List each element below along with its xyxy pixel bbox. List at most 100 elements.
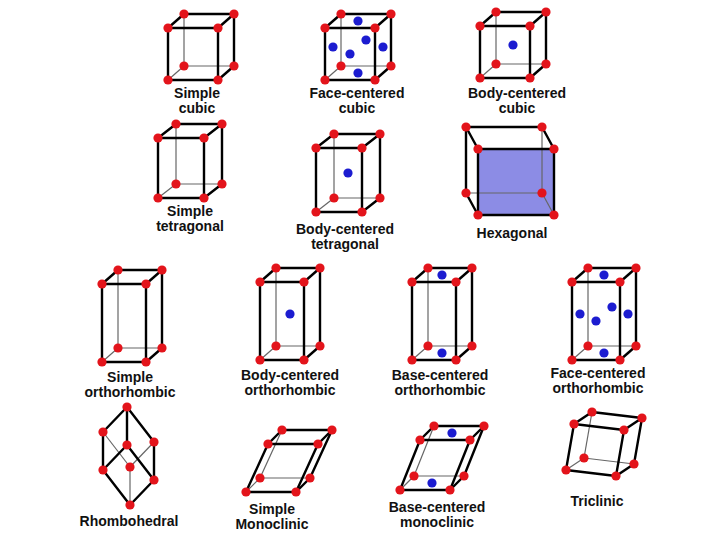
cell-edge: [176, 123, 222, 125]
lattice-point: [415, 435, 424, 444]
lattice-point: [153, 193, 162, 202]
cell-edge: [233, 14, 235, 66]
lattice-point: [549, 210, 558, 219]
lattice-point: [299, 355, 308, 364]
lattice-point: [122, 402, 131, 411]
cell-edge: [127, 445, 154, 480]
lattice-point: [336, 9, 345, 18]
cell-edge: [102, 432, 104, 470]
lattice-point: [271, 341, 280, 350]
cell-edge: [464, 426, 484, 476]
centering-point: [345, 49, 354, 58]
lattice-point: [409, 471, 418, 480]
hidden-edge: [428, 345, 472, 346]
cell-edge: [496, 11, 546, 13]
lattice-point: [631, 341, 640, 350]
hidden-edge: [184, 65, 234, 66]
lattice-point: [370, 23, 379, 32]
cell-edge: [361, 148, 363, 212]
lattice-point: [125, 500, 134, 509]
centering-point: [599, 348, 608, 357]
lattice-point: [320, 75, 329, 84]
lattice-point: [541, 59, 550, 68]
lattice-point: [213, 75, 222, 84]
cell-edge: [634, 418, 642, 464]
lattice-point: [229, 61, 238, 70]
hidden-edge: [587, 268, 588, 346]
hidden-edge: [333, 134, 334, 198]
lattice-point: [567, 277, 576, 286]
lattice-point: [549, 144, 558, 153]
lattice-cell: [395, 421, 488, 494]
cell-edge: [126, 407, 128, 445]
lattice-point: [313, 439, 322, 448]
cell-edge: [103, 445, 127, 470]
cell-edge: [478, 214, 554, 216]
lattice-point: [336, 61, 345, 70]
cell-edge: [168, 79, 218, 81]
lattice-point: [149, 437, 158, 446]
cell-edge: [260, 281, 304, 283]
lattice-label: Simple tetragonal: [145, 204, 235, 235]
lattice-point: [98, 465, 107, 474]
hidden-edge: [427, 268, 428, 346]
lattice-point: [370, 75, 379, 84]
lattice-point: [113, 343, 122, 352]
hidden-edge: [496, 63, 546, 64]
hidden-edge: [414, 426, 434, 476]
centering-point: [378, 42, 387, 51]
lattice-label: Simple cubic: [162, 86, 232, 117]
centering-point: [607, 302, 616, 311]
lattice-point: [475, 73, 484, 82]
centering-point: [328, 42, 337, 51]
lattice-point: [459, 471, 468, 480]
lattice-point: [386, 9, 395, 18]
cell-edge: [545, 12, 547, 64]
lattice-point: [163, 23, 172, 32]
cell-edge: [127, 407, 154, 442]
cell-edge: [619, 282, 621, 360]
hidden-edge: [584, 458, 634, 464]
cell-edge: [471, 268, 473, 346]
lattice-point: [525, 73, 534, 82]
centering-point: [353, 68, 362, 77]
cell-edge: [276, 267, 320, 269]
cell-edge: [167, 28, 169, 80]
cell-edge: [635, 268, 637, 346]
lattice-label: Triclinic: [552, 494, 642, 509]
lattice-label: Base-centered monoclinic: [379, 500, 495, 531]
centering-point: [623, 309, 632, 318]
centering-point: [447, 428, 456, 437]
centering-point: [361, 35, 370, 44]
cell-edge: [158, 197, 204, 199]
hidden-edge: [541, 127, 542, 193]
lattice-point: [271, 263, 280, 272]
lattice-point: [311, 143, 320, 152]
centering-point: [575, 309, 584, 318]
lattice-point: [98, 427, 107, 436]
lattice-point: [423, 263, 432, 272]
centering-point: [343, 168, 352, 177]
cell-edge: [588, 267, 636, 269]
lattice-point: [157, 265, 166, 274]
cell-edge: [316, 211, 362, 213]
cell-edge: [303, 282, 305, 360]
cell-edge: [465, 127, 467, 193]
cell-edge: [157, 138, 159, 198]
cell-edge: [480, 25, 530, 27]
lattice-point: [451, 355, 460, 364]
cell-edge: [466, 126, 542, 128]
cell-edge: [478, 148, 554, 150]
cell-edge: [434, 425, 484, 427]
lattice-point: [569, 419, 578, 428]
cell-edge: [379, 134, 381, 198]
hidden-edge: [276, 345, 320, 346]
lattice-point: [615, 355, 624, 364]
cell-edge: [420, 439, 470, 441]
lattice-point: [149, 475, 158, 484]
cell-edge: [574, 424, 624, 430]
cell-edge: [103, 470, 130, 505]
lattice-point: [141, 279, 150, 288]
cell-edge: [450, 440, 470, 490]
